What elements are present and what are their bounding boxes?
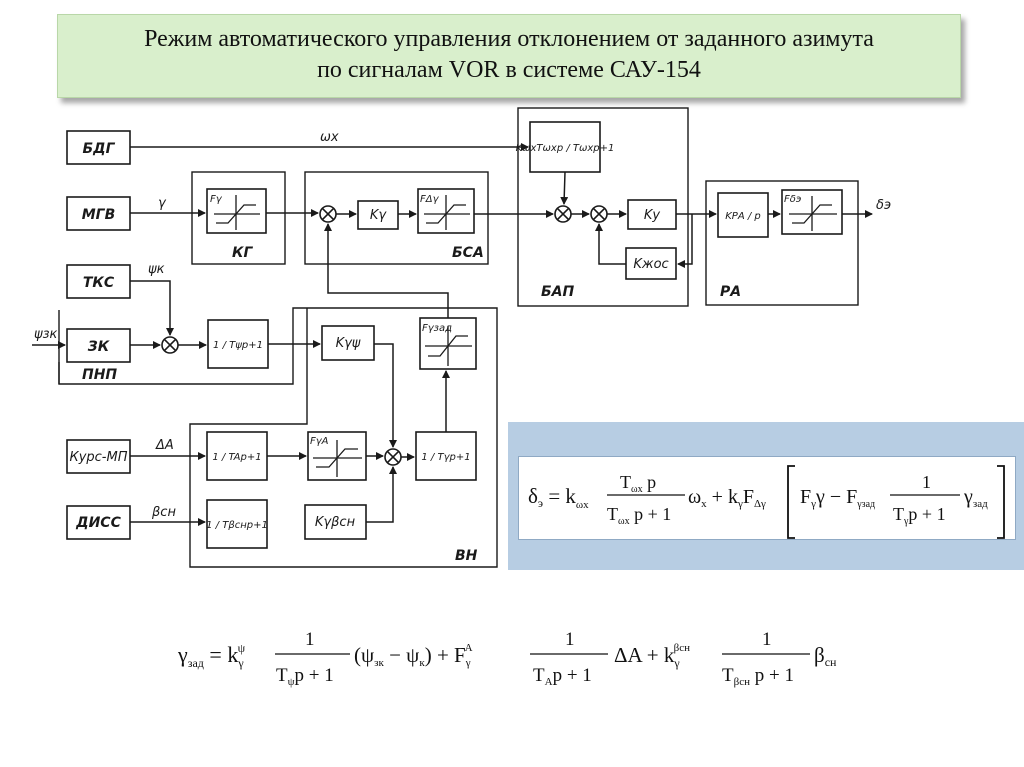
- line-k-beta-to-sum-vn: [366, 466, 397, 523]
- block-k-zhos: [625, 247, 677, 280]
- label-f-gamma-zad: Fγзад: [422, 323, 452, 334]
- block-lag-gamma: [415, 431, 477, 481]
- signal-omega-x: ωx: [320, 130, 339, 145]
- sum-junction-bap-1: [554, 205, 572, 223]
- title-line-2: по сигналам VOR в системе САУ-154: [317, 57, 701, 83]
- svg-text:γзад = kγψ: γзад = kγψ: [177, 641, 246, 670]
- title-box: Режим автоматического управления отклоне…: [57, 14, 961, 98]
- block-tks: [66, 264, 131, 299]
- saturation-curve-f-gamma-a: [313, 440, 362, 477]
- line-k-psi-to-sum-vn: [374, 343, 397, 448]
- signal-beta-sn: βсн: [151, 505, 176, 520]
- label-k-gamma: Kγ: [370, 208, 388, 223]
- formula-delta-e-box: [518, 456, 1016, 540]
- group-label-kg: КГ: [232, 245, 253, 261]
- svg-text:δэ = kωx: δэ = kωx: [528, 484, 589, 511]
- label-mgv: МГВ: [82, 207, 116, 223]
- svg-text:(ψзк − ψк) + FγA: (ψзк − ψк) + FγA: [354, 642, 473, 669]
- group-bsa-box: [304, 171, 489, 265]
- label-lag-a: 1 / TAp+1: [212, 452, 261, 463]
- svg-text:ωx + kγFΔγ: ωx + kγFΔγ: [688, 486, 766, 510]
- svg-text:Tβсн p + 1: Tβсн p + 1: [722, 665, 794, 688]
- label-lag-psi: 1 / Tψp+1: [213, 340, 263, 351]
- saturation-curve-f-delta-e: [789, 196, 837, 231]
- signal-psi-zk: ψзк: [34, 327, 57, 342]
- signal-gamma: γ: [158, 196, 167, 211]
- saturation-curve-f-gamma-zad: [425, 326, 472, 366]
- label-kurs-mp: Курс-МП: [69, 450, 127, 465]
- svg-text:1: 1: [565, 629, 575, 650]
- block-lag-psi: [207, 319, 269, 369]
- block-k-y: [627, 199, 677, 230]
- block-zk: [66, 328, 131, 363]
- sum-junction-bap-2: [590, 205, 608, 223]
- label-k-zhos: Kжос: [633, 257, 668, 272]
- sum-junction-pnp: [161, 336, 179, 354]
- formula-panel: [508, 422, 1024, 570]
- label-zk: ЗК: [88, 339, 110, 355]
- svg-text:1: 1: [305, 629, 315, 650]
- block-lag-beta: [206, 499, 268, 549]
- block-k-gamma-psi: [321, 325, 375, 361]
- svg-text:Fγγ − Fγзад: Fγγ − Fγзад: [800, 486, 875, 510]
- svg-text:βсн: βсн: [814, 643, 837, 669]
- group-label-vn: ВН: [455, 548, 478, 564]
- label-lag-gamma: 1 / Tγp+1: [421, 452, 470, 463]
- label-k-gamma-psi: Kγψ: [336, 336, 361, 351]
- block-mgv: [66, 196, 131, 231]
- saturation-curve-f-delta-gamma: [424, 195, 470, 230]
- group-bap-box: [517, 107, 689, 307]
- signal-psi-k: ψк: [148, 262, 165, 277]
- label-washout: KωxTωxp / Tωxp+1: [516, 143, 615, 154]
- line-washout-to-sum: [560, 171, 569, 205]
- svg-text:Tωx p: Tωx p: [620, 472, 656, 495]
- label-diss: ДИСС: [75, 515, 121, 531]
- svg-text:Tωx p + 1: Tωx p + 1: [607, 504, 671, 527]
- label-f-gamma-a: FγA: [310, 436, 329, 447]
- line-gamma-zad-to-bsa: [324, 223, 449, 318]
- label-f-delta-gamma: FΔγ: [420, 194, 440, 205]
- line-kzhos-to-sum: [595, 223, 626, 265]
- block-lag-a: [206, 431, 268, 481]
- block-diss: [66, 505, 131, 540]
- svg-text:TAp + 1: TAp + 1: [533, 665, 592, 688]
- svg-text:γзад: γзад: [963, 486, 988, 510]
- svg-text:ΔA + kγβсн: ΔA + kγβсн: [614, 642, 690, 670]
- svg-text:1: 1: [922, 472, 931, 492]
- label-tks: ТКС: [83, 275, 115, 291]
- block-bdg: [66, 130, 131, 165]
- label-f-delta-e: Fδэ: [784, 194, 801, 205]
- line-psi-k: [130, 280, 174, 336]
- group-kg-box: [191, 171, 286, 265]
- label-f-gamma: Fγ: [210, 194, 223, 205]
- sum-junction-bsa: [319, 205, 337, 223]
- signal-delta-e: δэ: [876, 198, 891, 213]
- block-k-gamma: [357, 200, 399, 230]
- title-line-1: Режим автоматического управления отклоне…: [144, 26, 874, 52]
- svg-text:Tψp + 1: Tψp + 1: [276, 665, 334, 688]
- block-k-ra-over-p: [717, 192, 769, 238]
- group-label-ra: РА: [720, 284, 741, 300]
- label-k-ra-over-p: KРА / p: [725, 211, 761, 222]
- group-ra-box: [705, 180, 859, 306]
- label-bdg: БДГ: [82, 141, 115, 157]
- signal-delta-a: ΔA: [155, 438, 174, 453]
- sum-junction-vn: [384, 448, 402, 466]
- formula-delta-e: δэ = kωx Tωx p Tωx p + 1 ωx + kγFΔγ Fγγ …: [528, 465, 1005, 539]
- svg-text:1: 1: [762, 629, 772, 650]
- label-k-y: Kу: [644, 208, 661, 223]
- svg-text:Tγp + 1: Tγp + 1: [893, 504, 946, 527]
- line-feedback-to-kzhos: [677, 214, 693, 268]
- slide-title: Режим автоматического управления отклоне…: [58, 24, 960, 86]
- formula-gamma-zad: γзад = kγψ 1 Tψp + 1 (ψзк − ψк) + FγA 1 …: [177, 629, 837, 688]
- group-label-bap: БАП: [541, 284, 575, 300]
- group-vn-pnp-boundary: [58, 307, 498, 568]
- label-lag-beta: 1 / Tβснp+1: [206, 520, 268, 531]
- group-label-pnp: ПНП: [82, 367, 117, 383]
- saturation-curve-f-gamma: [214, 195, 260, 230]
- label-k-gamma-beta: Kγβсн: [315, 515, 356, 530]
- group-label-bsa: БСА: [452, 245, 484, 261]
